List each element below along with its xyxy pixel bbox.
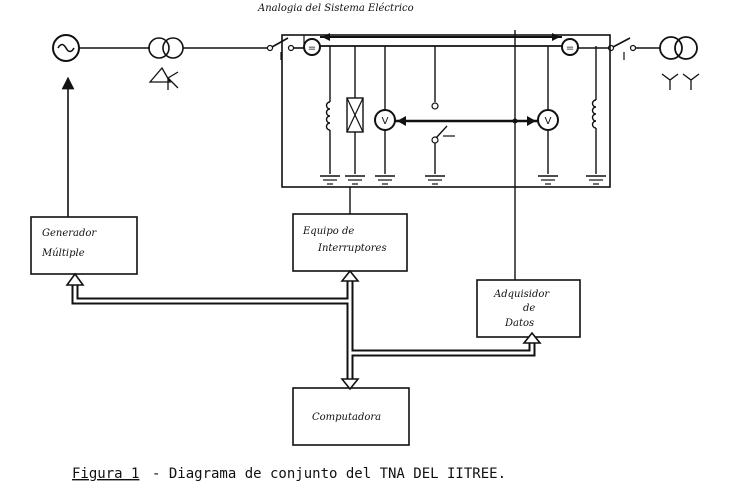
voltmeter-right-icon: V xyxy=(537,109,559,131)
interruptor-label-2: Interruptores xyxy=(317,243,387,254)
figure-caption-label: Figura 1 xyxy=(72,466,139,482)
ground-icon xyxy=(538,175,558,185)
switch-right-icon xyxy=(607,37,637,60)
ground-icon xyxy=(345,175,365,185)
acquisition-label-3: Datos xyxy=(504,318,534,329)
interruptor-label-1: Equipo de xyxy=(302,226,354,237)
diagram-title: Analogia del Sistema Eléctrico xyxy=(257,3,414,14)
ground-icon xyxy=(375,175,395,185)
transformer-left-icon xyxy=(148,37,184,90)
switch-left-icon xyxy=(266,37,295,60)
bus-arrowheads xyxy=(65,269,542,391)
ground-switch-icon xyxy=(431,102,455,144)
computer-label: Computadora xyxy=(312,412,381,423)
ground-icon xyxy=(425,175,445,185)
acquisition-label-2: de xyxy=(523,303,535,314)
data-bus xyxy=(71,278,536,383)
ac-source-icon xyxy=(52,34,80,62)
voltmeter-left-icon: V xyxy=(374,109,396,131)
generator-label-2: Múltiple xyxy=(41,248,85,259)
bus-marker-right: = xyxy=(561,38,579,56)
inductor-left-icon xyxy=(325,101,331,131)
svg-text:=: = xyxy=(308,43,316,54)
inductor-right-icon xyxy=(591,99,597,129)
figure-caption-text: - Diagrama de conjunto del TNA DEL IITRE… xyxy=(152,466,506,482)
acquisition-label-1: Adquisidor xyxy=(493,289,550,300)
svg-text:=: = xyxy=(566,43,574,54)
analog-network-enclosure xyxy=(281,34,611,188)
ground-icon xyxy=(586,175,606,185)
generator-label-1: Generador xyxy=(42,228,97,239)
bus-marker-left: = xyxy=(303,38,321,56)
svg-text:V: V xyxy=(545,116,552,127)
generator-block xyxy=(30,216,138,275)
transformer-right-icon xyxy=(659,36,700,90)
line-element-icon xyxy=(346,97,364,133)
ground-icon xyxy=(320,175,340,185)
svg-text:V: V xyxy=(382,116,389,127)
